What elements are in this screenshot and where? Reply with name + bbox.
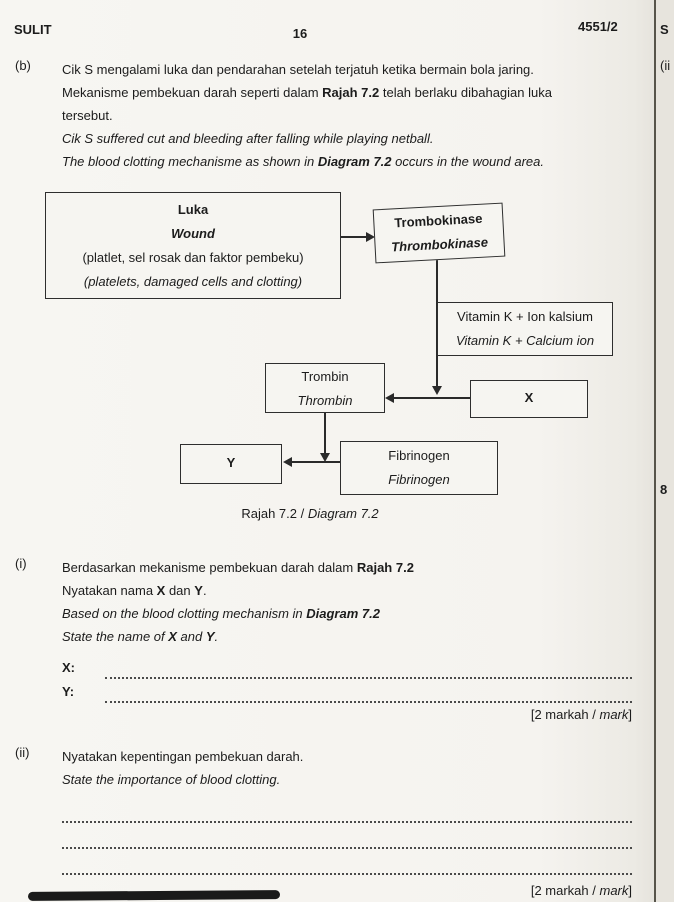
wound-label-english: Wound xyxy=(171,226,215,241)
fibrinogen-label-malay: Fibrinogen xyxy=(388,448,450,463)
question-b-english-line2: The blood clotting mechanisme as shown i… xyxy=(62,154,544,169)
arrowhead-right-icon xyxy=(366,232,375,242)
arrow-luka-to-trombokinase xyxy=(341,236,369,238)
answer-row-x: X: xyxy=(62,655,632,679)
question-b-malay-line2: Mekanisme pembekuan darah seperti dalam … xyxy=(62,85,552,100)
answer-x-label: X: xyxy=(62,660,75,675)
arrowhead-down-icon xyxy=(320,453,330,462)
answer-line-1 xyxy=(62,797,632,823)
question-b-english-line1: Cik S suffered cut and bleeding after fa… xyxy=(62,131,434,146)
answer-y-label: Y: xyxy=(62,684,75,699)
answer-line-3 xyxy=(62,849,632,875)
x-label: X xyxy=(524,390,534,405)
fibrinogen-label-english: Fibrinogen xyxy=(388,472,450,487)
question-ii-label: (ii) xyxy=(15,745,30,760)
answer-row-y: Y: xyxy=(62,679,632,703)
diagram-box-trombokinase: Trombokinase Thrombokinase xyxy=(372,202,506,264)
edge-question-fragment: (ii xyxy=(660,58,671,73)
question-i-malay-line1: Berdasarkan mekanisme pembekuan darah da… xyxy=(62,560,414,575)
trombin-label-english: Thrombin xyxy=(297,393,353,408)
arrowhead-left-icon xyxy=(385,393,394,403)
answer-y-line xyxy=(105,683,632,703)
wound-detail-malay: (platlet, sel rosak dan faktor pembeku) xyxy=(82,250,304,265)
diagram-box-y: Y xyxy=(180,444,282,484)
question-b-label: (b) xyxy=(15,58,31,73)
diagram-box-vitamin-k: Vitamin K + Ion kalsium Vitamin K + Calc… xyxy=(437,302,613,356)
question-ii-english: State the importance of blood clotting. xyxy=(62,772,281,787)
question-b-malay-line1: Cik S mengalami luka dan pendarahan sete… xyxy=(62,62,534,77)
trombin-label-malay: Trombin xyxy=(301,369,349,384)
answer-x-line xyxy=(105,659,632,679)
vitamin-label-english: Vitamin K + Calcium ion xyxy=(455,333,595,348)
answer-line-2 xyxy=(62,823,632,849)
question-i-english-line2: State the name of X and Y. xyxy=(62,629,219,644)
question-i: (i) Berdasarkan mekanisme pembekuan dara… xyxy=(15,556,632,727)
question-i-english-line1: Based on the blood clotting mechanism in… xyxy=(62,606,380,621)
page-edge-strip: S (ii 8 xyxy=(654,0,674,902)
diagram-box-trombin: Trombin Thrombin xyxy=(265,363,385,413)
header-page-number: 16 xyxy=(292,26,308,41)
wound-detail-english: (platelets, damaged cells and clotting) xyxy=(83,274,303,289)
arrow-fibrinogen-to-y xyxy=(292,461,340,463)
edge-sulit-fragment: S xyxy=(660,22,669,37)
question-ii-malay: Nyatakan kepentingan pembekuan darah. xyxy=(62,749,304,764)
question-i-marks: [2 markah / mark] xyxy=(530,707,632,722)
header-paper-code: 4551/2 xyxy=(578,19,618,34)
arrowhead-down-icon xyxy=(432,386,442,395)
question-i-label: (i) xyxy=(15,556,27,571)
wound-label-malay: Luka xyxy=(177,202,209,217)
scan-artifact-bar xyxy=(27,890,281,901)
question-i-malay-line2: Nyatakan nama X dan Y. xyxy=(62,583,207,598)
arrow-x-to-trombin xyxy=(394,397,470,399)
edge-mark-fragment: 8 xyxy=(660,482,668,497)
arrow-trombin-down xyxy=(324,411,326,453)
question-ii-marks: [2 markah / mark] xyxy=(530,883,632,898)
blood-clotting-diagram: Luka Wound (platlet, sel rosak dan fakto… xyxy=(0,190,652,521)
diagram-box-x: X xyxy=(470,380,588,418)
arrowhead-left-icon xyxy=(283,457,292,467)
y-label: Y xyxy=(226,455,236,470)
question-b-malay-line3: tersebut. xyxy=(62,108,113,123)
question-b: (b) Cik S mengalami luka dan pendarahan … xyxy=(15,58,635,173)
header-sulit: SULIT xyxy=(14,22,52,37)
vitamin-label-malay: Vitamin K + Ion kalsium xyxy=(457,309,593,324)
diagram-box-fibrinogen: Fibrinogen Fibrinogen xyxy=(340,441,498,495)
diagram-caption: Rajah 7.2 / Diagram 7.2 xyxy=(241,506,379,521)
diagram-box-wound: Luka Wound (platlet, sel rosak dan fakto… xyxy=(45,192,341,299)
question-ii: (ii) Nyatakan kepentingan pembekuan dara… xyxy=(15,745,632,902)
